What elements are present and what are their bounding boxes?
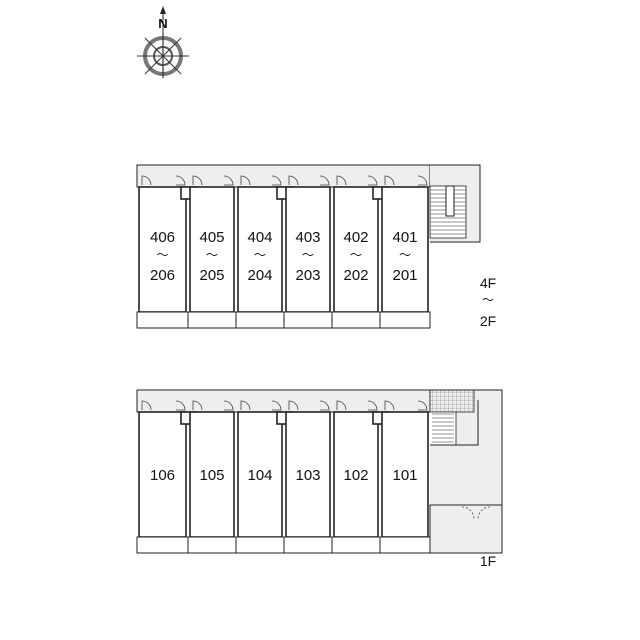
unit: 105 (189, 400, 235, 538)
compass-rose-icon (137, 34, 189, 78)
unit-number-bottom: 204 (247, 267, 272, 284)
door-swing-icon (367, 400, 378, 411)
unit: 102 (333, 400, 388, 538)
unit-number-bottom: 206 (150, 267, 175, 284)
unit-room (333, 411, 379, 538)
floor-from-label: 4F (480, 275, 496, 291)
unit-number-top: 404 (247, 229, 272, 246)
door-swing-icon (240, 175, 251, 186)
unit-room (381, 411, 429, 538)
unit-number-top: 401 (392, 229, 417, 246)
door-swing-icon (192, 400, 203, 411)
unit-room (189, 186, 235, 313)
door-swing-icon (141, 175, 152, 186)
unit-room (237, 411, 283, 538)
door-swing-icon (223, 400, 234, 411)
door-swing-icon (336, 175, 347, 186)
door-swing-icon (417, 400, 428, 411)
unit-number-bottom: 203 (295, 267, 320, 284)
door-swing-icon (384, 175, 395, 186)
unit: 406 〜 206 (138, 175, 196, 313)
door-swing-icon (192, 175, 203, 186)
unit-number-top: 403 (295, 229, 320, 246)
unit-number: 103 (295, 467, 320, 484)
floor-to-label: 2F (480, 313, 496, 329)
door-swing-icon (288, 400, 299, 411)
unit-room (138, 411, 187, 538)
door-swing-icon (336, 400, 347, 411)
door-swing-icon (271, 175, 282, 186)
door-swing-icon (319, 400, 330, 411)
unit: 404 〜 204 (237, 175, 292, 313)
unit-room (285, 411, 331, 538)
door-swing-icon (141, 400, 152, 411)
entrance-hall (429, 504, 503, 554)
door-swing-icon (240, 400, 251, 411)
unit-number-top: 405 (199, 229, 224, 246)
floor-range-separator: 〜 (482, 293, 494, 307)
unit-number: 106 (150, 467, 175, 484)
unit: 104 (237, 400, 292, 538)
door-swing-icon (175, 400, 186, 411)
unit-range-separator: 〜 (399, 248, 411, 262)
unit-range-separator: 〜 (302, 248, 314, 262)
north-label: N (158, 16, 167, 31)
ground-stair-area (429, 389, 503, 554)
upper-floors-block: 406 〜 206 405 〜 205 404 〜 204 403 〜 203 402 〜 202 401 〜 2… (136, 164, 496, 329)
unit: 405 〜 205 (189, 175, 235, 313)
unit: 403 〜 203 (285, 175, 331, 313)
unit: 103 (285, 400, 331, 538)
upper-stair (429, 164, 481, 243)
door-swing-icon (288, 175, 299, 186)
unit: 401 〜 201 (381, 175, 429, 313)
unit-number: 102 (343, 467, 368, 484)
unit-room (138, 186, 187, 313)
door-swing-icon (271, 400, 282, 411)
compass: N (137, 6, 189, 78)
entrance-door-icon (461, 506, 475, 520)
ground-stair-landing (429, 389, 475, 413)
unit-number-top: 402 (343, 229, 368, 246)
ground-floor-label: 1F (480, 553, 496, 569)
unit-number: 101 (392, 467, 417, 484)
door-swing-icon (417, 175, 428, 186)
unit-number-bottom: 201 (392, 267, 417, 284)
unit-room (381, 186, 429, 313)
unit: 402 〜 202 (333, 175, 388, 313)
north-arrowhead (160, 6, 166, 14)
door-swing-icon (223, 175, 234, 186)
unit: 101 (381, 400, 429, 538)
unit-number-top: 406 (150, 229, 175, 246)
unit-number: 105 (199, 467, 224, 484)
unit-room (333, 186, 379, 313)
ground-floor-block: 106 105 104 103 102 101 1F (136, 389, 503, 569)
unit-range-separator: 〜 (254, 248, 266, 262)
unit-number-bottom: 202 (343, 267, 368, 284)
upper-floor-range: 4F 〜 2F (480, 275, 496, 329)
unit-range-separator: 〜 (350, 248, 362, 262)
unit-number: 104 (247, 467, 272, 484)
unit-range-separator: 〜 (156, 248, 168, 262)
door-swing-icon (384, 400, 395, 411)
door-swing-icon (175, 175, 186, 186)
unit-range-separator: 〜 (206, 248, 218, 262)
unit: 106 (138, 400, 196, 538)
door-swing-icon (319, 175, 330, 186)
entrance-door-icon (477, 506, 491, 520)
unit-number-bottom: 205 (199, 267, 224, 284)
door-swing-icon (367, 175, 378, 186)
